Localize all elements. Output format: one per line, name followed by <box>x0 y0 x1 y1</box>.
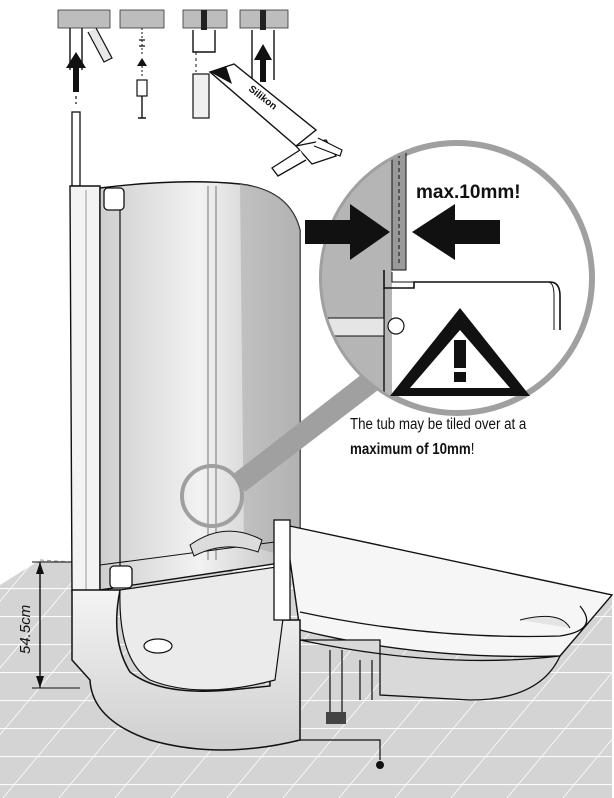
mounting-step-1 <box>57 9 113 104</box>
mounting-step-3 <box>182 9 228 119</box>
mounting-step-2 <box>119 9 165 119</box>
bath-tub <box>71 519 614 769</box>
caption-bold: maximum of 10mm <box>350 441 471 458</box>
height-dimension: 54.5cm <box>17 561 80 689</box>
callout-leader <box>180 370 382 528</box>
arrow-up-icon <box>254 44 272 82</box>
screen-post <box>273 519 291 621</box>
mounting-step-4 <box>239 9 289 82</box>
tiling-caption: The tub may be tiled over at a maximum o… <box>350 412 574 462</box>
shower-screen <box>99 181 301 591</box>
waste-pipes <box>300 650 381 760</box>
mounting-steps: Silikon <box>57 9 343 177</box>
height-dimension-label: 54.5cm <box>17 605 34 654</box>
top-hinge <box>103 187 125 211</box>
detail-callout: max.10mm! <box>305 140 595 416</box>
arrow-right-icon <box>305 204 390 260</box>
warning-triangle-icon <box>390 308 530 396</box>
caption-exclamation: ! <box>470 441 475 458</box>
bottom-hinge <box>109 565 133 589</box>
wall-profile <box>69 111 101 593</box>
arrow-up-icon <box>66 52 86 92</box>
wall-plug <box>327 317 385 337</box>
arrow-left-icon <box>412 204 500 260</box>
max-gap-label: max.10mm! <box>416 182 521 203</box>
caption-line-1: The tub may be tiled over at a <box>350 416 527 433</box>
silicone-gun: Silikon <box>208 63 343 177</box>
drain <box>143 638 173 654</box>
